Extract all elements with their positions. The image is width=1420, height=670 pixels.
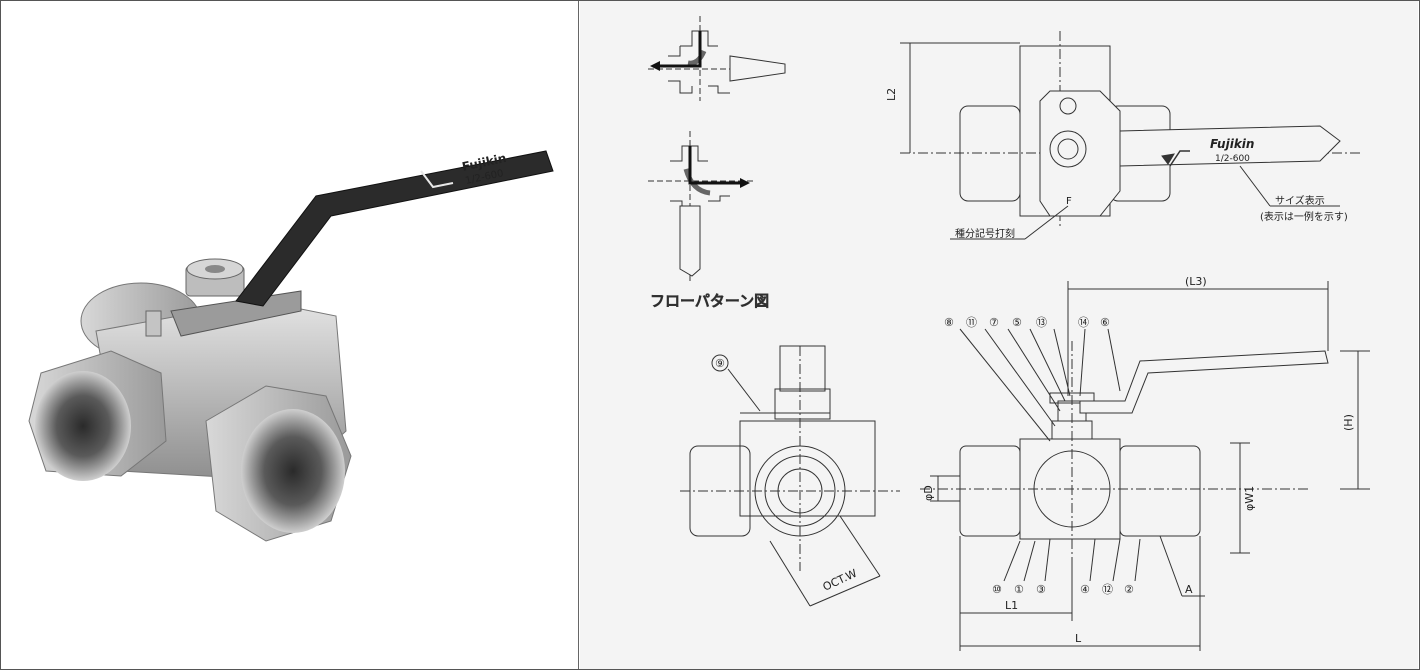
- dim-L3: (L3): [1185, 275, 1207, 288]
- part-3: ③: [1036, 583, 1046, 596]
- technical-drawing: フローパターン図 Fujikin 1/2-600 L2 サイズ表示: [580, 1, 1418, 669]
- flow-pattern-caption: フローパターン図: [650, 292, 769, 310]
- part-1: ①: [1014, 583, 1024, 596]
- size-display-label: サイズ表示: [1275, 194, 1325, 207]
- dim-H: (H): [1342, 414, 1355, 431]
- part-5: ⑤: [1012, 316, 1022, 329]
- lever-handle: [235, 150, 554, 307]
- flow-arrow-icon: [420, 170, 454, 189]
- part-10: ⑩: [992, 583, 1002, 596]
- part-4: ④: [1080, 583, 1090, 596]
- part-7: ⑦: [989, 316, 999, 329]
- part-12: ⑫: [1102, 583, 1113, 596]
- part-13: ⑬: [1036, 316, 1047, 329]
- top-view: Fujikin 1/2-600 L2 サイズ表示 (表示は一例を示す) F 種分…: [885, 31, 1360, 240]
- dim-W1: φW1: [1243, 486, 1256, 511]
- part-8: ⑧: [944, 316, 954, 329]
- flow-pattern-2: [648, 131, 755, 281]
- size-display-note: (表示は一例を示す): [1260, 210, 1348, 223]
- type-marking-label: 種分記号打刻: [955, 227, 1015, 240]
- panel-divider: [578, 1, 579, 669]
- dim-L1: L1: [1005, 599, 1018, 612]
- dim-L: L: [1075, 632, 1082, 645]
- drawing-handle-brand: Fujikin: [1210, 137, 1254, 151]
- stopper-pin: [145, 310, 162, 337]
- product-photo: Fujikin 1/2-600: [1, 1, 577, 669]
- front-port-thread: [241, 409, 345, 533]
- front-section-view: (L3) (H) φW1 φD L1 L: [920, 275, 1370, 651]
- part-9: ⑨: [715, 357, 725, 370]
- dim-L2: L2: [885, 88, 898, 101]
- part-6: ⑥: [1100, 316, 1110, 329]
- side-view: ⑨ OCT.W: [680, 345, 900, 607]
- part-11: ⑪: [966, 316, 977, 329]
- dim-OCT-W: OCT.W: [821, 567, 859, 594]
- part-2: ②: [1124, 583, 1134, 596]
- left-port-thread: [35, 371, 131, 481]
- drawing-canvas: フローパターン図 Fujikin 1/2-600 L2 サイズ表示: [648, 16, 1370, 651]
- marking-letter: F: [1066, 196, 1072, 207]
- ball-valve-illustration: Fujikin 1/2-600: [28, 150, 554, 542]
- dim-A: A: [1185, 583, 1193, 596]
- flow-pattern-1: [648, 16, 786, 101]
- drawing-handle-size: 1/2-600: [1215, 154, 1250, 164]
- part-14: ⑭: [1078, 316, 1089, 329]
- dim-D: φD: [922, 485, 935, 501]
